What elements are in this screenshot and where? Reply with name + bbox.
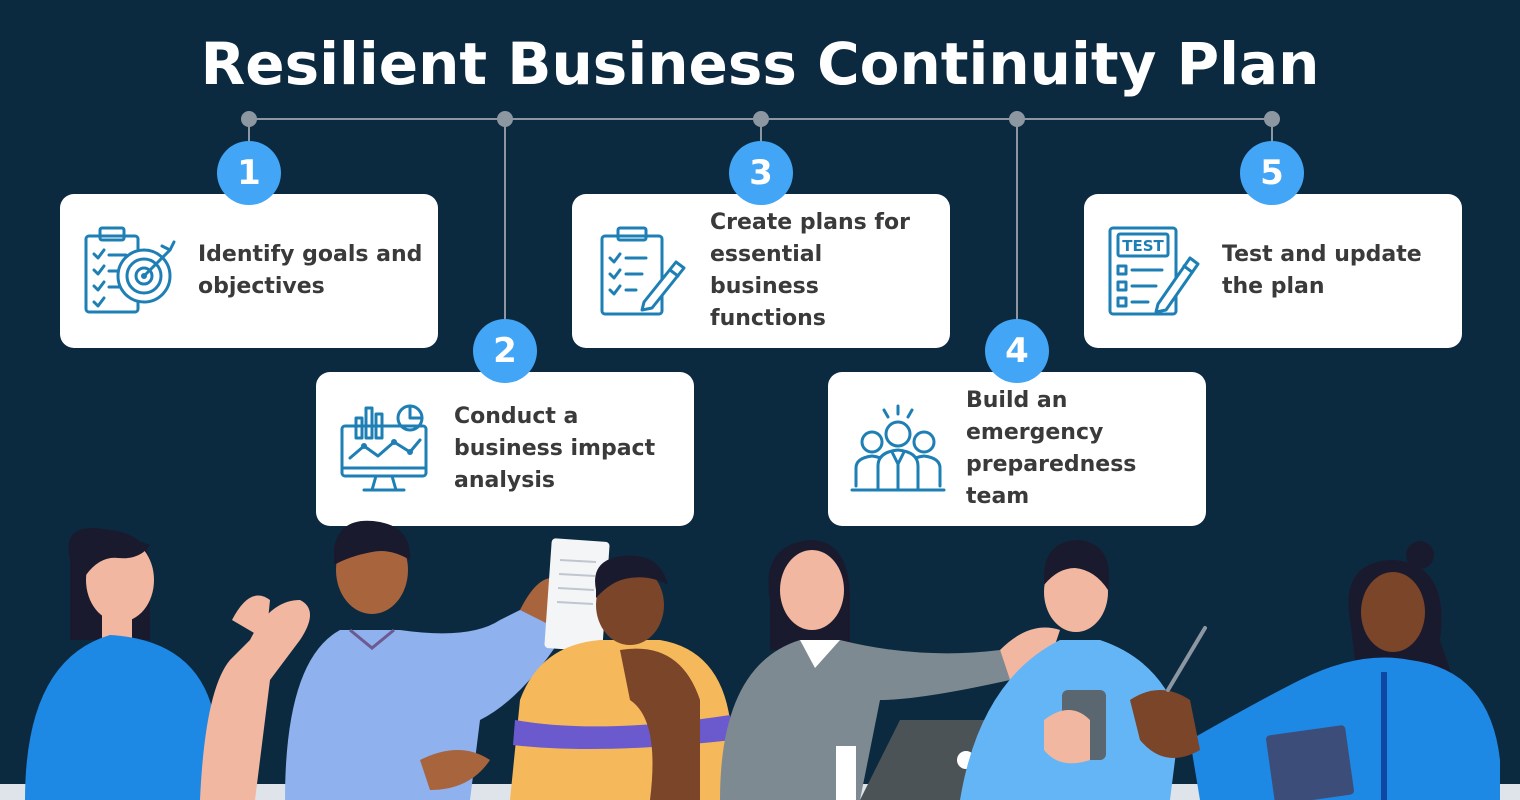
step-card-5: TEST Test and update the plan bbox=[1084, 194, 1462, 348]
step-card-4: Build an emergency preparedness team bbox=[828, 372, 1206, 526]
clipboard-pen-icon bbox=[600, 226, 686, 316]
person-man-yellow bbox=[510, 555, 740, 800]
person-woman-blue bbox=[25, 528, 310, 800]
step-label-3: Create plans for essential business func… bbox=[710, 210, 910, 331]
page-title: Resilient Business Continuity Plan bbox=[200, 30, 1320, 98]
step-number-4: 4 bbox=[985, 319, 1049, 383]
step-card-1: Identify goals and objectives bbox=[60, 194, 438, 348]
step-number-1: 1 bbox=[217, 141, 281, 205]
step-number-5: 5 bbox=[1240, 141, 1304, 205]
person-man-phone bbox=[960, 540, 1180, 800]
step-label-5: Test and update the plan bbox=[1222, 242, 1422, 299]
test-icon-label: TEST bbox=[1122, 237, 1164, 255]
target-checklist-icon bbox=[84, 226, 176, 314]
step-card-2: Conduct a business impact analysis bbox=[316, 372, 694, 526]
person-woman-clipboard bbox=[1130, 541, 1500, 800]
test-document-icon: TEST bbox=[1108, 226, 1200, 316]
step-number-3: 3 bbox=[729, 141, 793, 205]
step-number-2: 2 bbox=[473, 319, 537, 383]
analytics-monitor-icon bbox=[340, 404, 428, 492]
step-label-4: Build an emergency preparedness team bbox=[966, 388, 1137, 509]
step-card-3: Create plans for essential business func… bbox=[572, 194, 950, 348]
step-label-2: Conduct a business impact analysis bbox=[454, 404, 656, 493]
team-alert-icon bbox=[850, 404, 946, 492]
person-man-lightblue bbox=[285, 520, 610, 800]
step-label-1: Identify goals and objectives bbox=[198, 242, 423, 299]
